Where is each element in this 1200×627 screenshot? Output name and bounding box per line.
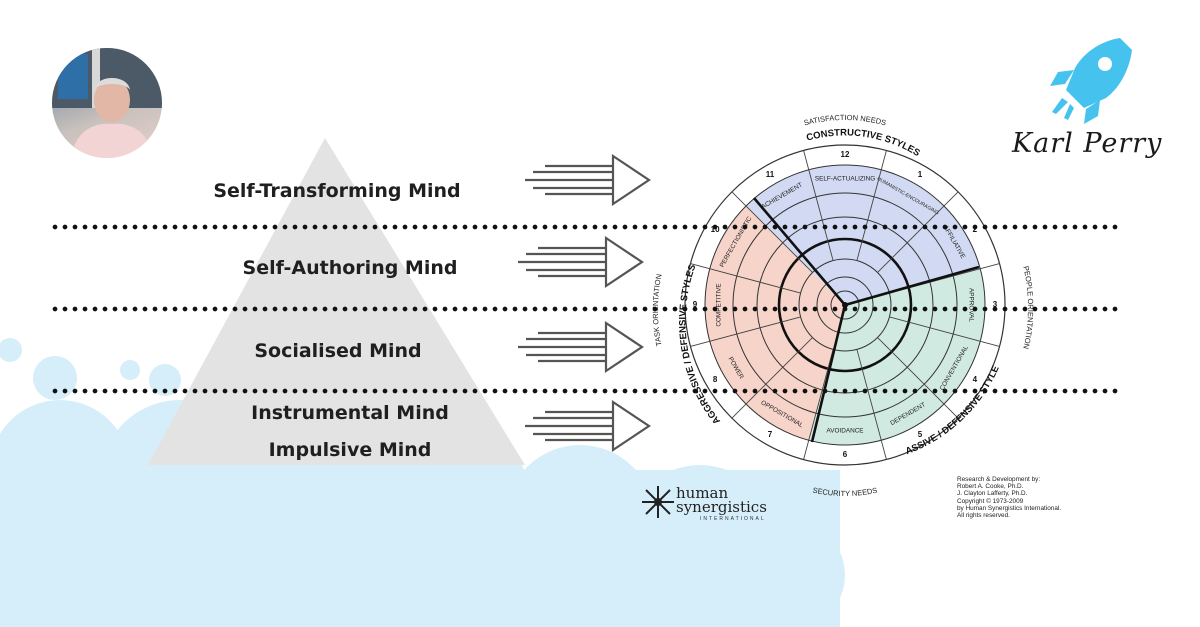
spoke-line	[889, 316, 1000, 347]
credit-line: J. Clayton Lafferty, Ph.D.	[957, 490, 1028, 498]
mind-label-self-transforming: Self-Transforming Mind	[213, 180, 461, 202]
style-number: 8	[713, 375, 718, 384]
dotted-divider-3	[50, 388, 1120, 394]
style-label: COMPETITIVE	[716, 283, 723, 326]
credits-block: Research & Development by: Robert A. Coo…	[957, 476, 1061, 519]
satisfaction-needs-label: SATISFACTION NEEDS	[803, 113, 887, 127]
credit-line: All rights reserved.	[957, 512, 1010, 520]
style-number: 9	[693, 300, 698, 309]
dotted-divider-1	[50, 224, 1120, 230]
publisher-name: human synergistics	[676, 484, 767, 516]
style-label: SELF-ACTUALIZING	[815, 176, 875, 183]
mind-label-socialised: Socialised Mind	[254, 340, 422, 362]
arrow-icon	[525, 153, 651, 207]
style-number: 4	[973, 375, 978, 384]
arrow-icon	[525, 399, 651, 453]
style-label: AVOIDANCE	[826, 428, 863, 435]
aggressive-wedge	[705, 206, 845, 441]
arrow-icon	[518, 235, 644, 289]
style-number: 3	[993, 300, 998, 309]
constructive-styles-label: CONSTRUCTIVE STYLES	[805, 127, 922, 159]
spoke-line	[856, 349, 887, 460]
arrow-icon	[518, 320, 644, 374]
spoke-line	[877, 191, 959, 273]
security-needs-label: SECURITY NEEDS	[812, 486, 878, 498]
style-number: 12	[841, 150, 850, 159]
signature: Karl Perry	[1012, 128, 1163, 159]
style-number: 6	[843, 450, 848, 459]
spoke-line	[803, 349, 834, 460]
mind-label-instrumental: Instrumental Mind	[251, 402, 449, 424]
spoke-line	[803, 150, 834, 261]
spoke-line	[731, 191, 813, 273]
style-number: 11	[766, 170, 775, 179]
mind-label-impulsive: Impulsive Mind	[268, 439, 432, 461]
credit-line: Copyright © 1973-2009	[957, 497, 1024, 505]
pyramid-shape	[148, 138, 525, 465]
dotted-divider-2	[50, 306, 1120, 312]
style-number: 7	[768, 430, 773, 439]
credit-line: Research & Development by:	[957, 476, 1041, 483]
credit-line: by Human Synergistics International.	[957, 504, 1062, 512]
circumplex-spokes	[690, 150, 1000, 460]
human-synergistics-logo-icon	[642, 486, 674, 518]
constructive-wedge	[746, 164, 981, 305]
publisher-subtitle: INTERNATIONAL	[700, 516, 766, 522]
spoke-line	[877, 337, 959, 419]
rocket-icon	[1050, 38, 1132, 124]
credit-line: Robert A. Cooke, Ph.D.	[957, 483, 1024, 491]
style-number: 5	[918, 430, 923, 439]
spoke-line	[856, 150, 887, 261]
spoke-line	[690, 316, 801, 347]
mind-label-self-authoring: Self-Authoring Mind	[242, 257, 458, 279]
style-label: APPROVAL	[967, 288, 974, 322]
style-number: 1	[918, 170, 923, 179]
spoke-line	[731, 337, 813, 419]
spoke-line	[690, 263, 801, 294]
